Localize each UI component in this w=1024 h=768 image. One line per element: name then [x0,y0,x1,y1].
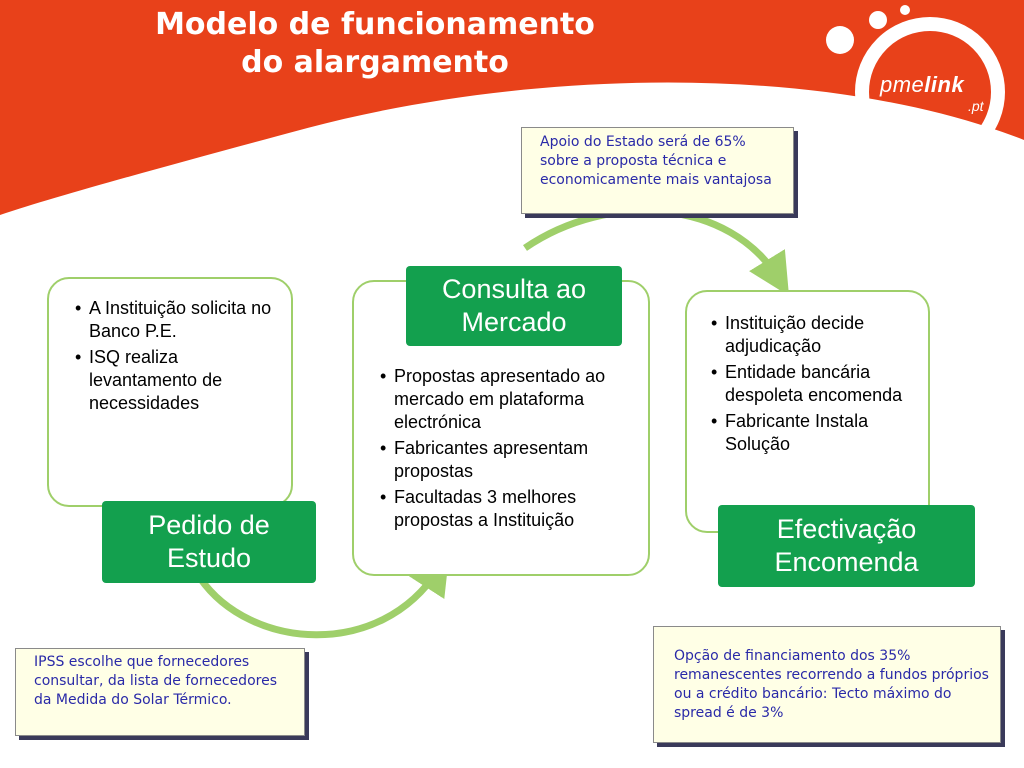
note-financiamento: Opção de financiamento dos 35% remanesce… [653,626,1001,743]
note-ipss: IPSS escolhe que fornecedores consultar,… [15,648,305,736]
page-title: Modelo de funcionamento do alargamento [100,6,650,82]
efectivacao-item: Fabricante Instala Solução [711,410,920,456]
consulta-item: Fabricantes apresentam propostas [380,437,640,483]
pedido-item: A Instituição solicita no Banco P.E. [75,297,281,343]
efectivacao-item: Instituição decide adjudicação [711,312,920,358]
stage-efectivacao-encomenda: Efectivação Encomenda [718,505,975,587]
pedido-item: ISQ realiza levantamento de necessidades [75,346,281,415]
logo-tld: .pt [968,98,984,114]
logo-dot-small [869,11,887,29]
stage-consulta-ao-mercado: Consulta ao Mercado [406,266,622,346]
consulta-list: Propostas apresentado ao mercado em plat… [376,365,640,532]
pedido-panel: A Instituição solicita no Banco P.E. ISQ… [47,277,293,507]
logo-ring [855,17,1005,167]
logo-text-link: link [924,72,965,97]
consulta-item: Facultadas 3 melhores propostas a Instit… [380,486,640,532]
consulta-item: Propostas apresentado ao mercado em plat… [380,365,640,434]
logo-dot-tiny [900,5,910,15]
stage-pedido-de-estudo: Pedido de Estudo [102,501,316,583]
page-title-line2: do alargamento [241,45,509,80]
header-swoosh [0,0,1024,215]
pmelink-logo: pmelink [880,72,964,98]
efectivacao-panel: Instituição decide adjudicação Entidade … [685,290,930,533]
page-title-line1: Modelo de funcionamento [155,7,595,42]
cycle-arrow-bottom [197,552,450,639]
pedido-list: A Instituição solicita no Banco P.E. ISQ… [71,297,281,415]
logo-dot-large [826,26,854,54]
efectivacao-item: Entidade bancária despoleta encomenda [711,361,920,407]
logo-text-pme: pme [880,72,925,97]
efectivacao-list: Instituição decide adjudicação Entidade … [707,312,920,456]
note-apoio-estado: Apoio do Estado será de 65% sobre a prop… [521,127,794,214]
